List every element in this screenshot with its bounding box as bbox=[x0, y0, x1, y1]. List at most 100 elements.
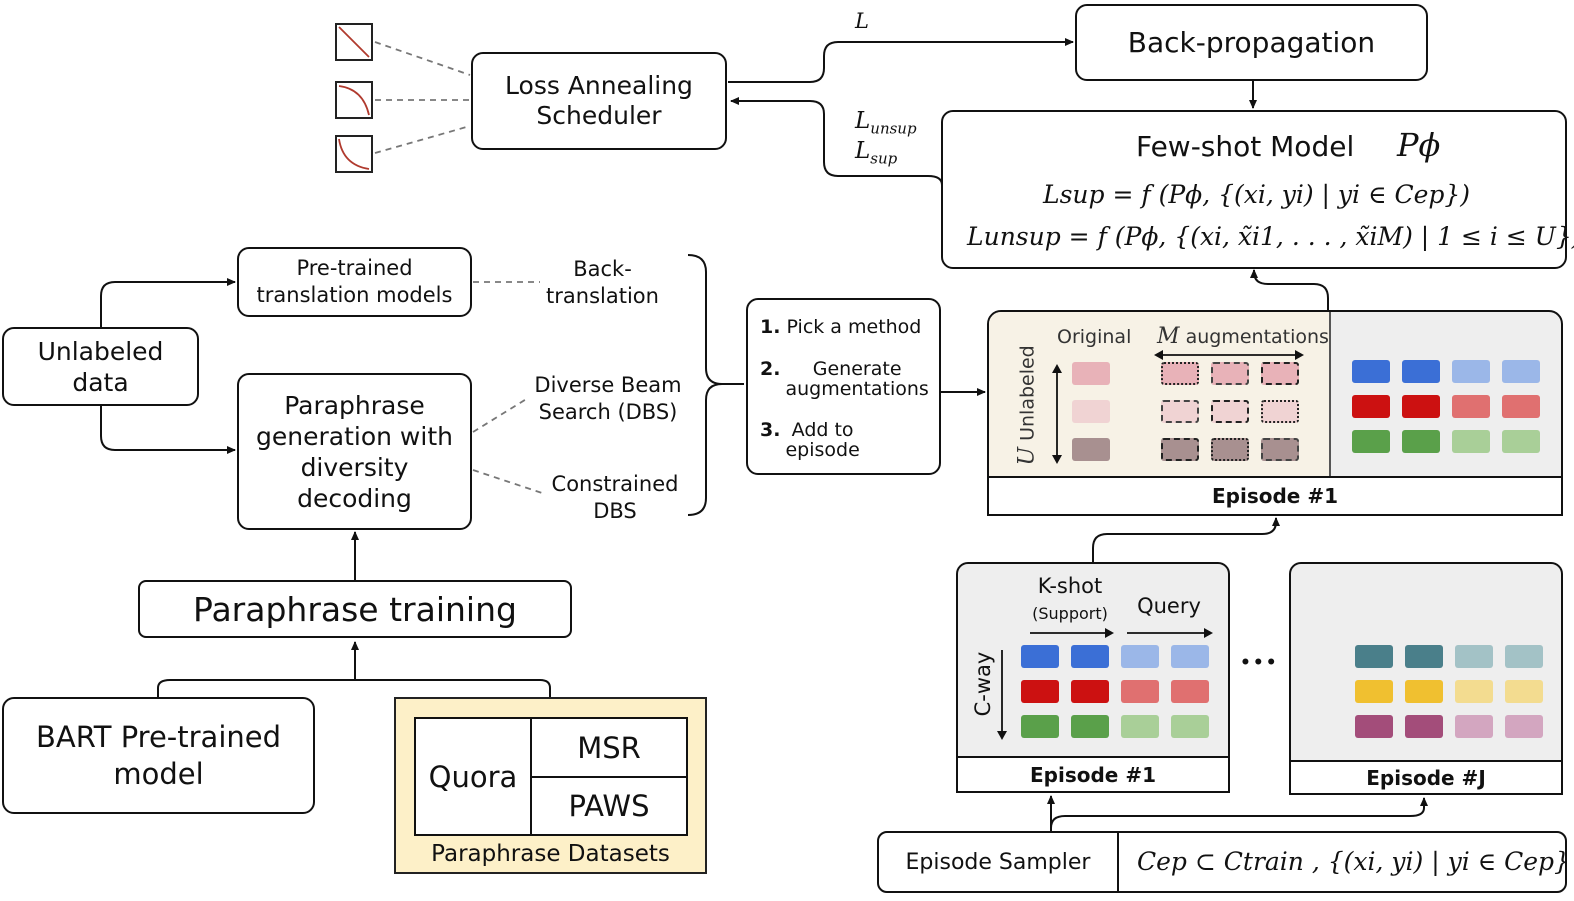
arrow-ep1-aug bbox=[1092, 517, 1280, 562]
episode-sample bbox=[1121, 715, 1159, 738]
few-shot-model-box: Few-shot Model Pϕ Lsup = f (Pϕ, {(xi, yi… bbox=[941, 110, 1574, 269]
episode-j-sample bbox=[1455, 645, 1493, 668]
labeled-sample bbox=[1352, 395, 1390, 418]
arrow-episode-up bbox=[1250, 269, 1329, 310]
sup-loss-equation: Lsup = f (Pϕ, {(xi, yi) | yi ∈ Cep}) bbox=[1043, 180, 1471, 209]
dataset-quora: Quora bbox=[416, 719, 532, 834]
augmented-sample bbox=[1211, 362, 1249, 385]
original-sample bbox=[1072, 400, 1110, 423]
labeled-sample bbox=[1352, 360, 1390, 383]
support-span-arrow bbox=[1030, 628, 1114, 638]
dataset-msr: MSR bbox=[532, 719, 686, 778]
episode-sample bbox=[1121, 645, 1159, 668]
augmentations-span-arrow bbox=[1154, 350, 1304, 360]
augmented-episode-label: Episode #1 bbox=[989, 476, 1561, 514]
episode-sample bbox=[1071, 680, 1109, 703]
dash-constrained bbox=[472, 469, 546, 495]
loss-sup-label: Lsup bbox=[855, 138, 898, 168]
augmented-sample bbox=[1211, 400, 1249, 423]
c-way-span-arrow bbox=[997, 650, 1007, 740]
augmented-sample bbox=[1211, 438, 1249, 461]
episode-sample bbox=[1171, 715, 1209, 738]
original-sample bbox=[1072, 362, 1110, 385]
episode-j-sample bbox=[1455, 715, 1493, 738]
backpropagation-box: Back-propagation bbox=[1075, 4, 1428, 81]
dash-dbs bbox=[472, 397, 529, 433]
arrow-unlabeled-paraphrase bbox=[100, 406, 236, 454]
loss-unsup-label: Lunsup bbox=[855, 108, 917, 138]
original-label: Original bbox=[1057, 326, 1132, 348]
sampler-formula: Cep ⊂ Ctrain , {(xi, yi) | yi ∈ Cep} bbox=[1137, 847, 1570, 876]
episode-1-panel: K-shot (Support) Query C-way Episode #1 bbox=[956, 562, 1230, 793]
episode-j-sample bbox=[1455, 680, 1493, 703]
linear-schedule-icon bbox=[335, 23, 373, 61]
augmented-sample bbox=[1161, 362, 1199, 385]
episode-j-sample bbox=[1405, 715, 1443, 738]
step-pick-method: 1. Pick a method bbox=[760, 316, 922, 338]
labeled-sample bbox=[1502, 360, 1540, 383]
arrow-losses bbox=[730, 97, 943, 186]
episode-sample bbox=[1121, 680, 1159, 703]
query-label: Query bbox=[1137, 594, 1201, 618]
constrained-dbs-label: Constrained DBS bbox=[551, 472, 679, 523]
episode-sampler-label: Episode Sampler bbox=[879, 833, 1119, 891]
episode-sample bbox=[1021, 680, 1059, 703]
episode-sample bbox=[1071, 715, 1109, 738]
dash-curve3 bbox=[374, 125, 471, 154]
augmented-sample bbox=[1261, 362, 1299, 385]
labeled-sample bbox=[1402, 395, 1440, 418]
arrow-sources-merge bbox=[157, 679, 551, 697]
episode-j-panel: Episode #J bbox=[1289, 562, 1563, 795]
bart-model-box: BART Pre-trained model bbox=[2, 697, 315, 814]
episode-sample bbox=[1021, 715, 1059, 738]
augmented-sample bbox=[1161, 400, 1199, 423]
unsup-loss-equation: Lunsup = f (Pϕ, {(xi, x̃i1, . . . , x̃iM… bbox=[967, 222, 1574, 251]
few-shot-model-title: Few-shot Model bbox=[1136, 130, 1355, 163]
datasets-caption: Paraphrase Datasets bbox=[431, 841, 670, 867]
pretrained-translation-box: Pre-trained translation models bbox=[237, 247, 472, 317]
episode-j-sample bbox=[1355, 680, 1393, 703]
query-span-arrow bbox=[1127, 628, 1213, 638]
dataset-paws: PAWS bbox=[568, 789, 650, 823]
augmentation-steps-box: 1. Pick a method 2.Generate augmentation… bbox=[746, 298, 941, 475]
c-way-label: C-way bbox=[971, 651, 995, 717]
augmented-sample bbox=[1261, 438, 1299, 461]
original-sample bbox=[1072, 438, 1110, 461]
convex-schedule-icon bbox=[335, 81, 373, 119]
step-generate: 2.Generate augmentations bbox=[760, 358, 929, 400]
u-span-arrow bbox=[1052, 364, 1062, 464]
dash-curve1 bbox=[374, 41, 471, 76]
labeled-sample bbox=[1502, 395, 1540, 418]
episode-j-label: Episode #J bbox=[1291, 760, 1561, 793]
loss-annealing-scheduler: Loss Annealing Scheduler bbox=[471, 52, 727, 150]
episode-j-sample bbox=[1405, 680, 1443, 703]
labeled-sample bbox=[1502, 430, 1540, 453]
episode-sample bbox=[1171, 680, 1209, 703]
loss-L-label: L bbox=[855, 9, 869, 33]
model-symbol: Pϕ bbox=[1397, 126, 1441, 164]
episode-j-sample bbox=[1355, 715, 1393, 738]
labeled-sample bbox=[1402, 430, 1440, 453]
u-unlabeled-label: U Unlabeled bbox=[1014, 345, 1040, 466]
labeled-sample bbox=[1402, 360, 1440, 383]
episode-j-sample bbox=[1505, 715, 1543, 738]
labeled-sample bbox=[1352, 430, 1390, 453]
episode-sampler-box: Episode Sampler Cep ⊂ Ctrain , {(xi, yi)… bbox=[877, 831, 1570, 893]
concave-schedule-icon bbox=[335, 135, 373, 173]
labeled-sample bbox=[1452, 430, 1490, 453]
augmented-sample bbox=[1261, 400, 1299, 423]
episode-sample bbox=[1021, 645, 1059, 668]
labeled-sample bbox=[1452, 360, 1490, 383]
episode-sample bbox=[1171, 645, 1209, 668]
ellipsis: ••• bbox=[1240, 653, 1279, 673]
arrow-unlabeled-translation bbox=[100, 278, 236, 327]
back-translation-label: Back- translation bbox=[546, 257, 659, 308]
unlabeled-data-box: Unlabeled data bbox=[2, 327, 199, 406]
step-add-episode: 3.Add to episode bbox=[760, 419, 860, 461]
dbs-label: Diverse Beam Search (DBS) bbox=[534, 373, 682, 424]
episode-sample bbox=[1071, 645, 1109, 668]
episode-j-sample bbox=[1505, 645, 1543, 668]
paraphrase-training-box: Paraphrase training bbox=[138, 580, 572, 638]
support-label: (Support) bbox=[1032, 604, 1108, 623]
